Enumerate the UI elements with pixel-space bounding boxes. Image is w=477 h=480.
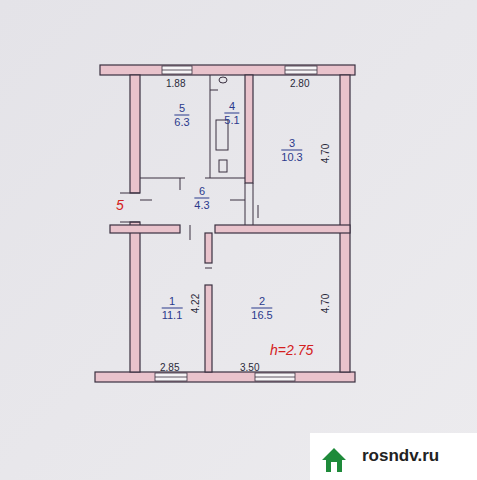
room-area: 10.3 [281,151,302,164]
room-number: 5 [174,102,189,116]
dimension: 2.85 [160,362,179,373]
room: 64.3 [194,185,209,212]
marker-number: 5 [116,200,124,211]
ceiling-height: h=2.75 [270,345,313,356]
room: 56.3 [174,102,189,129]
room-number: 4 [224,100,239,114]
room: 216.5 [251,295,272,322]
watermark: rosndv.ru [362,450,439,461]
room-area: 16.5 [251,309,272,322]
dimension: 4.70 [321,144,332,163]
dimension: 4.22 [191,294,202,313]
dimension: 4.70 [321,294,332,313]
room: 111.1 [162,295,183,322]
dimension: 3.50 [240,362,259,373]
room-area: 11.1 [162,309,183,322]
room-number: 6 [194,185,209,199]
room: 310.3 [281,137,302,164]
room-number: 2 [251,295,272,309]
room-area: 4.3 [194,199,209,212]
room-area: 6.3 [174,116,189,129]
dimension: 2.80 [290,78,309,89]
room-area: 5.1 [224,114,239,127]
room-number: 3 [281,137,302,151]
room-number: 1 [162,295,183,309]
dimension: 1.88 [166,78,185,89]
room: 45.1 [224,100,239,127]
